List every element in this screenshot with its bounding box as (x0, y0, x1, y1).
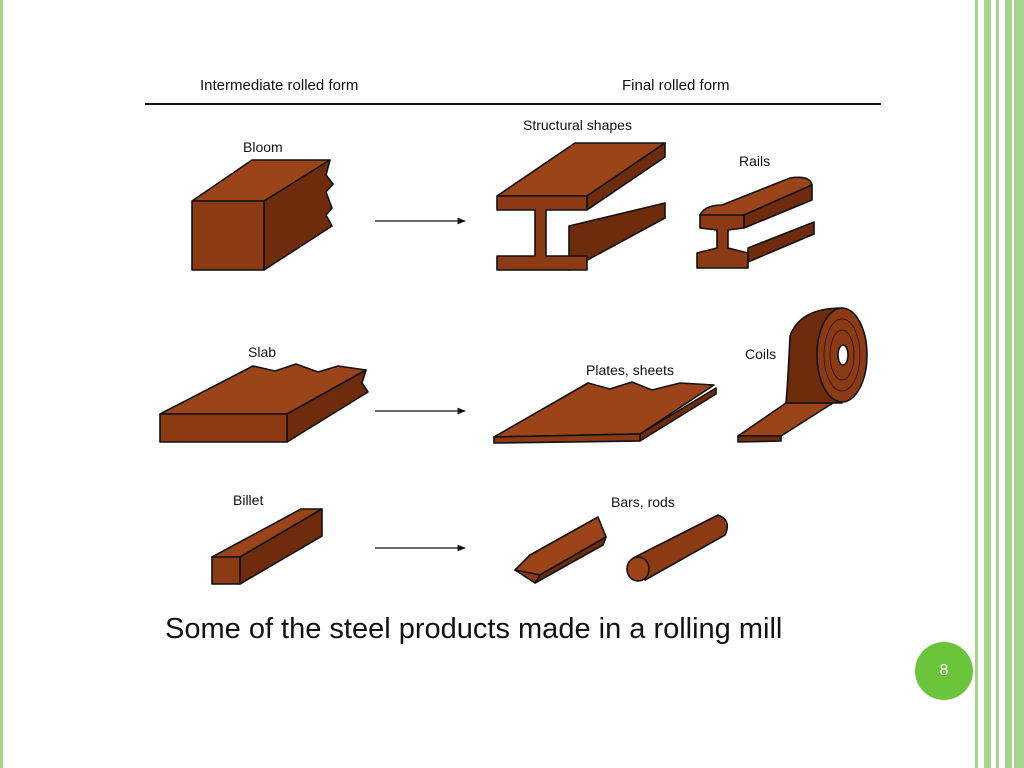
slab-label: Slab (248, 344, 276, 360)
rails-label: Rails (739, 153, 770, 169)
plates-sheets-label: Plates, sheets (586, 362, 674, 378)
bars-rods-label: Bars, rods (611, 494, 675, 510)
slab-shape (159, 363, 369, 443)
left-border-rule (0, 0, 3, 768)
header-final-label: Final rolled form (622, 77, 730, 94)
bloom-shape (191, 159, 334, 271)
structural-shapes-label: Structural shapes (523, 117, 632, 133)
plate-shape (493, 381, 717, 444)
coils-label: Coils (745, 346, 776, 362)
header-intermediate-label: Intermediate rolled form (200, 77, 358, 94)
billet-label: Billet (233, 492, 263, 508)
right-border-stripes (975, 0, 1024, 768)
rail-shape (696, 176, 815, 269)
bloom-label: Bloom (243, 139, 283, 155)
rod-shape (626, 514, 729, 582)
coil-shape (737, 307, 868, 443)
bar-shape (514, 516, 607, 584)
i-beam-shape (496, 142, 666, 271)
slide-caption: Some of the steel products made in a rol… (165, 613, 783, 645)
page-number-badge: 8 (915, 642, 973, 700)
billet-shape (211, 508, 323, 585)
